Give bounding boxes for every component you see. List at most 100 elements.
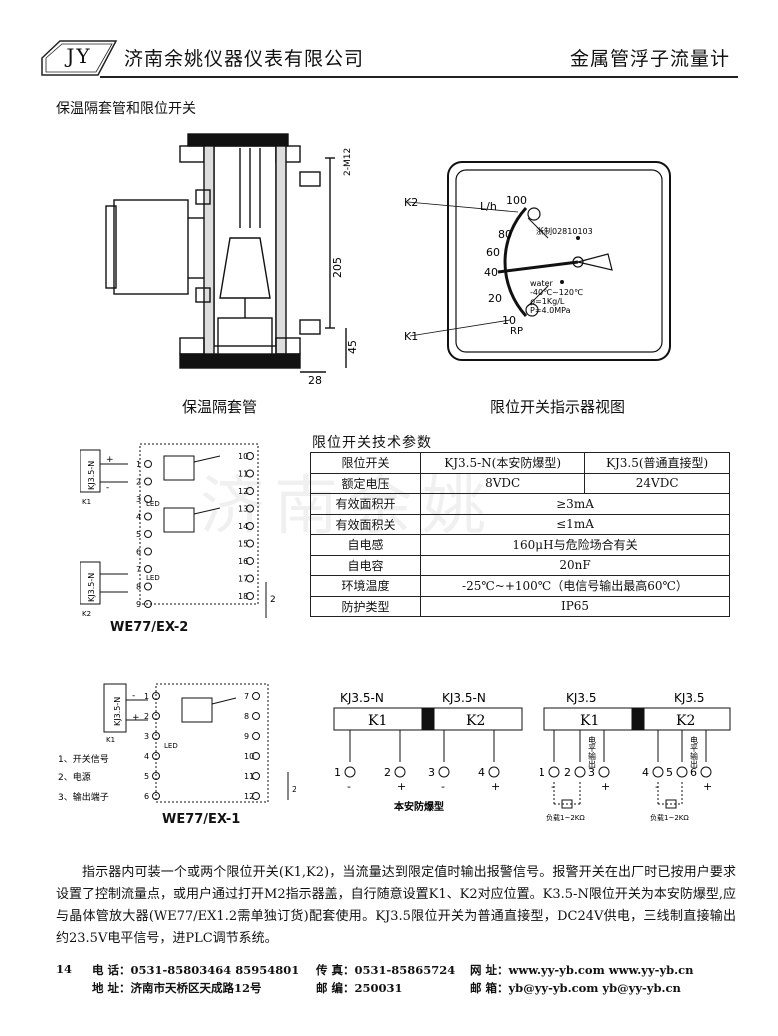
terminal-number: 13 [238,505,248,514]
table-cell: ≤1mA [420,513,730,535]
footer-fax: 传 真：0531-85865724 [316,963,456,977]
terminal-dot [246,522,254,530]
terminal-dot [438,766,450,778]
terminal-number: 11 [238,470,248,479]
terminal-number: 9 [244,732,249,741]
terminal-dot [598,766,610,778]
insulation-jacket-caption: 保温隔套管 [182,398,258,416]
terminal-number: 5 [144,772,149,781]
logo-text: JY [66,44,92,68]
table-cell: ≥3mA [420,493,730,515]
terminal-number: 7 [136,565,141,574]
terminal-number: 9 [136,600,141,609]
ex2-wire-2: 2 [270,595,276,605]
terminal-number: 2 [144,712,149,721]
terminal-number: 4 [136,513,141,522]
terminal-dot [152,712,160,720]
table-row: 有效面积开 ≥3mA [310,493,730,515]
table-header-cell: 限位开关 [310,452,421,474]
terminal-number: 12 [244,792,254,801]
terminal-dot [144,565,152,573]
tick-40: 40 [484,266,498,279]
table-header-cell: KJ3.5-N(本安防爆型) [419,452,586,474]
terminal-dot [246,574,254,583]
logo-diamond-icon [41,40,118,76]
table-cell: 8VDC [419,472,586,494]
ex1-legend-1: 1、开关信号 [58,753,109,765]
terminal-number: 6 [690,766,697,779]
terminal-sign: + [703,780,712,793]
table-row: 环境温度 -25℃~+100℃（电信号输出最高60℃） [310,575,730,597]
tick-100: 100 [506,194,527,207]
terminal-dot [246,539,254,548]
n-caption: 本安防爆型 [394,800,444,813]
d-load-2: 负载1~2KΩ [650,813,689,822]
terminal-dot [246,592,254,600]
table-row: 额定电压 8VDC 24VDC [310,472,730,494]
terminal-number: 3 [588,766,595,779]
terminal-sign: - [441,780,445,793]
description-paragraph: 指示器内可装一个或两个限位开关(K1,K2)，当流量达到限定值时输出报警信号。报… [56,865,736,946]
ex1-led: LED [164,742,178,750]
d-box-k2: K2 [676,713,695,729]
ex2-box-top: KJ3.5-N [87,461,96,490]
terminal-number: 12 [238,487,248,496]
terminal-sign: - [551,780,555,793]
terminal-dot [252,732,260,740]
terminal-number: 6 [136,548,141,557]
terminal-number: 1 [540,766,545,779]
terminal-dot [144,512,152,521]
terminal-number: 1 [334,766,341,779]
table-cell: 额定电压 [310,472,421,494]
we77-ex2-wiring: KJ3.5-N K1 KJ3.5-N K2 + - LED LED 2 1234… [80,443,276,618]
we77-ex1-wiring: KJ3.5-N K1 - + LED 1、开关信号 2、电源 3、输出端子 2 … [58,683,296,803]
footer-address: 地 址：济南市天桥区天成路12号 [92,981,262,995]
terminal-dot [676,766,688,778]
terminal-number: 4 [478,766,485,779]
table-row: 防护类型 IP65 [310,595,730,617]
product-title: 金属管浮子流量计 [569,48,730,70]
terminal-number: 3 [144,732,149,741]
ex2-led-1: LED [146,500,160,508]
terminal-number: 8 [244,712,249,721]
footer-tel: 电 话：0531-85803464 85954801 [92,963,300,977]
indicator-view-caption: 限位开关指示器视图 [490,398,626,416]
terminal-sign: + [601,780,610,793]
ex2-box-bot: KJ3.5-N [87,573,96,602]
rp-label: RP [510,326,523,337]
terminal-sign: + [397,780,406,793]
table-cell: 有效面积开 [310,493,421,515]
table-cell: 有效面积关 [310,513,421,535]
ex2-box-top-sub: K1 [82,498,91,506]
terminal-sign: - [655,780,659,793]
ex1-box: KJ3.5-N [113,697,122,726]
terminal-dot [246,452,254,460]
terminal-number: 8 [136,583,141,592]
table-cell: 160μH与危险场合有关 [420,534,730,556]
terminal-dot [574,766,586,778]
terminal-dot [152,772,160,780]
we77-ex1-label: WE77/EX-1 [162,812,241,827]
pressure-label: P=4.0MPa [530,306,571,315]
cert-label: 浙制02810103 [536,226,593,236]
ex2-led-2: LED [146,574,160,582]
terminal-number: 2 [384,766,391,779]
ex2-minus: - [106,483,109,493]
terminal-dot [152,692,160,700]
terminal-dot [252,692,260,700]
footer-zip: 邮 编：250031 [316,981,403,995]
table-row: 有效面积关 ≤1mA [310,513,730,535]
table-header-cell: KJ3.5(普通直接型) [584,452,730,474]
ex1-legend-2: 2、电源 [58,771,91,783]
terminal-dot [144,530,152,538]
table-cell: 环境温度 [310,575,421,597]
temp-label: -40℃~120℃ [530,288,583,297]
tick-20: 20 [488,292,502,305]
k2-label: K2 [404,196,418,209]
dim-28: 28 [308,374,322,387]
spec-table-title: 限位开关技术参数 [312,435,432,451]
ex1-box-sub: K1 [106,736,115,744]
terminal-dot [144,582,152,591]
table-cell: 自电容 [310,554,421,576]
table-cell: 24VDC [584,472,730,494]
